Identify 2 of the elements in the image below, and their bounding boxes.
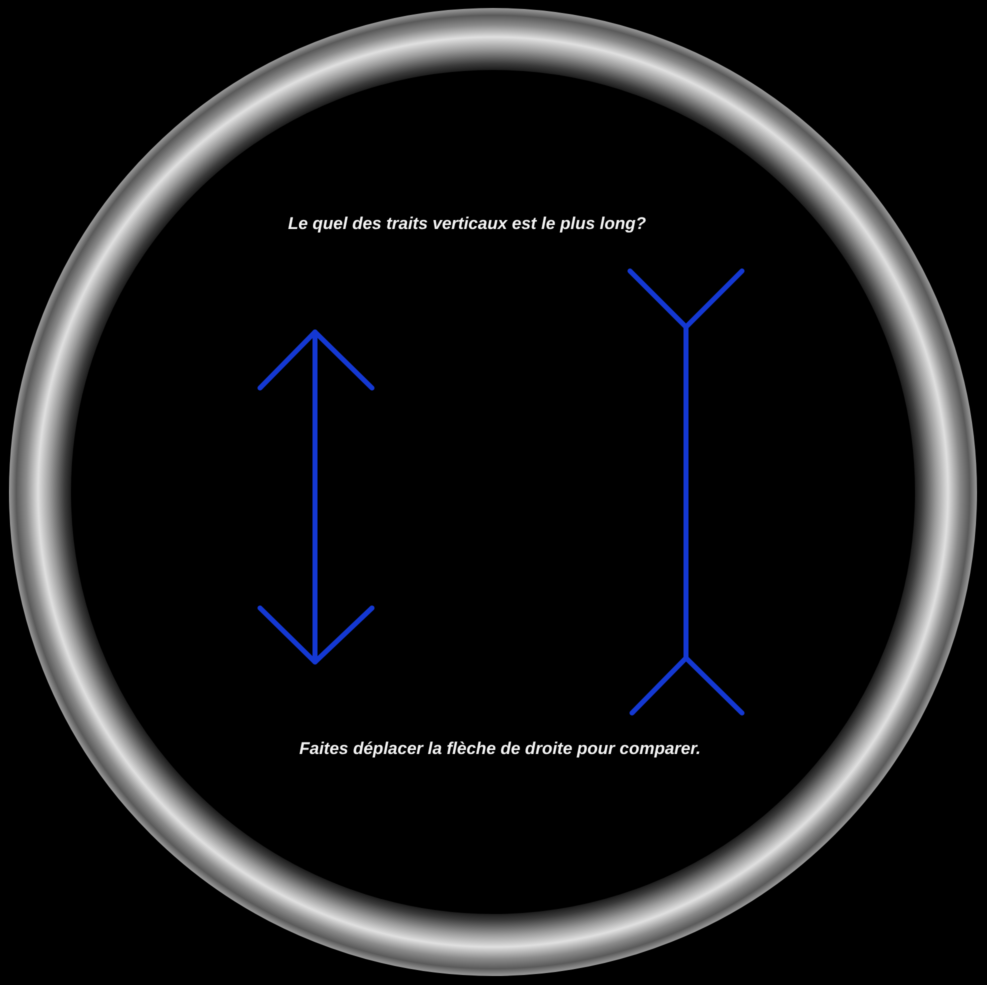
question-text: Le quel des traits verticaux est le plus long? [288, 214, 646, 234]
instruction-text: Faites déplacer la flèche de droite pour comparer. [299, 739, 701, 759]
